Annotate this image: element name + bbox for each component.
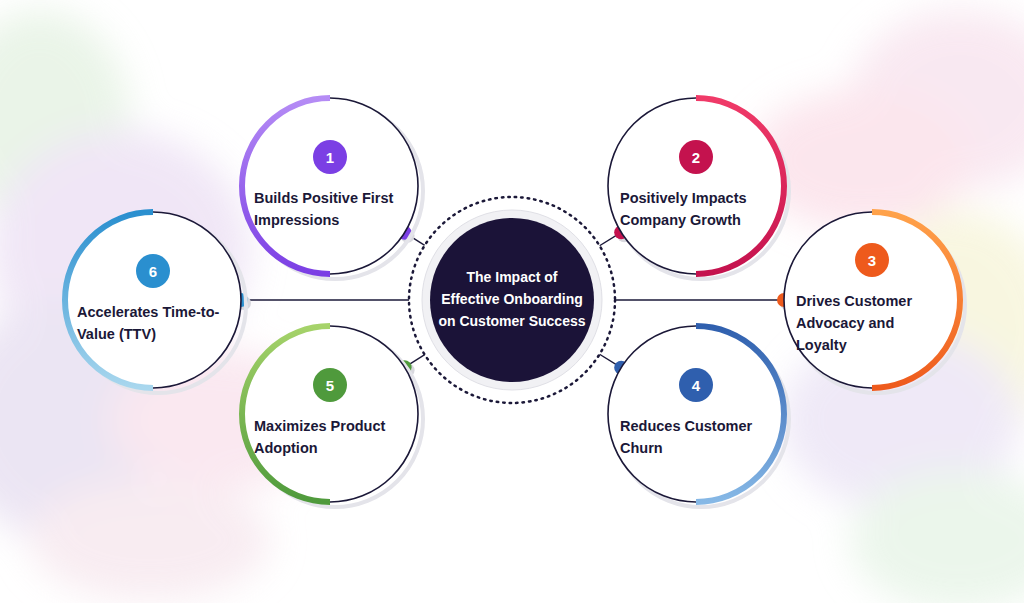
benefit-label: Drives Customer Advocacy and Loyalty <box>796 291 948 356</box>
center-title: The Impact of Effective Onboarding on Cu… <box>437 267 587 332</box>
benefit-circle: 1Builds Positive First Impressions <box>240 96 420 276</box>
circle-outline <box>606 96 786 276</box>
circle-outline <box>606 324 786 504</box>
benefit-label: Builds Positive First Impressions <box>254 188 406 232</box>
callout-number: 5 <box>313 368 347 402</box>
benefit-circle: 3Drives Customer Advocacy and Loyalty <box>782 210 962 390</box>
benefit-label: Reduces Customer Churn <box>620 416 772 460</box>
callout-number: 2 <box>679 140 713 174</box>
circle-outline <box>63 210 243 390</box>
benefit-circle: 2Positively Impacts Company Growth <box>606 96 786 276</box>
benefit-circle: 4Reduces Customer Churn <box>606 324 786 504</box>
circle-outline <box>240 96 420 276</box>
callout-number: 4 <box>679 368 713 402</box>
benefit-label: Maximizes Product Adoption <box>254 416 406 460</box>
center-circle: The Impact of Effective Onboarding on Cu… <box>408 196 616 404</box>
circle-outline <box>240 324 420 504</box>
benefit-label: Accelerates Time-to-Value (TTV) <box>77 302 229 346</box>
benefit-circle: 6Accelerates Time-to-Value (TTV) <box>63 210 243 390</box>
benefit-circle: 5Maximizes Product Adoption <box>240 324 420 504</box>
callout-number: 6 <box>136 254 170 288</box>
benefit-label: Positively Impacts Company Growth <box>620 188 772 232</box>
connector <box>234 293 409 310</box>
callout-number: 1 <box>313 140 347 174</box>
connector <box>615 293 794 310</box>
